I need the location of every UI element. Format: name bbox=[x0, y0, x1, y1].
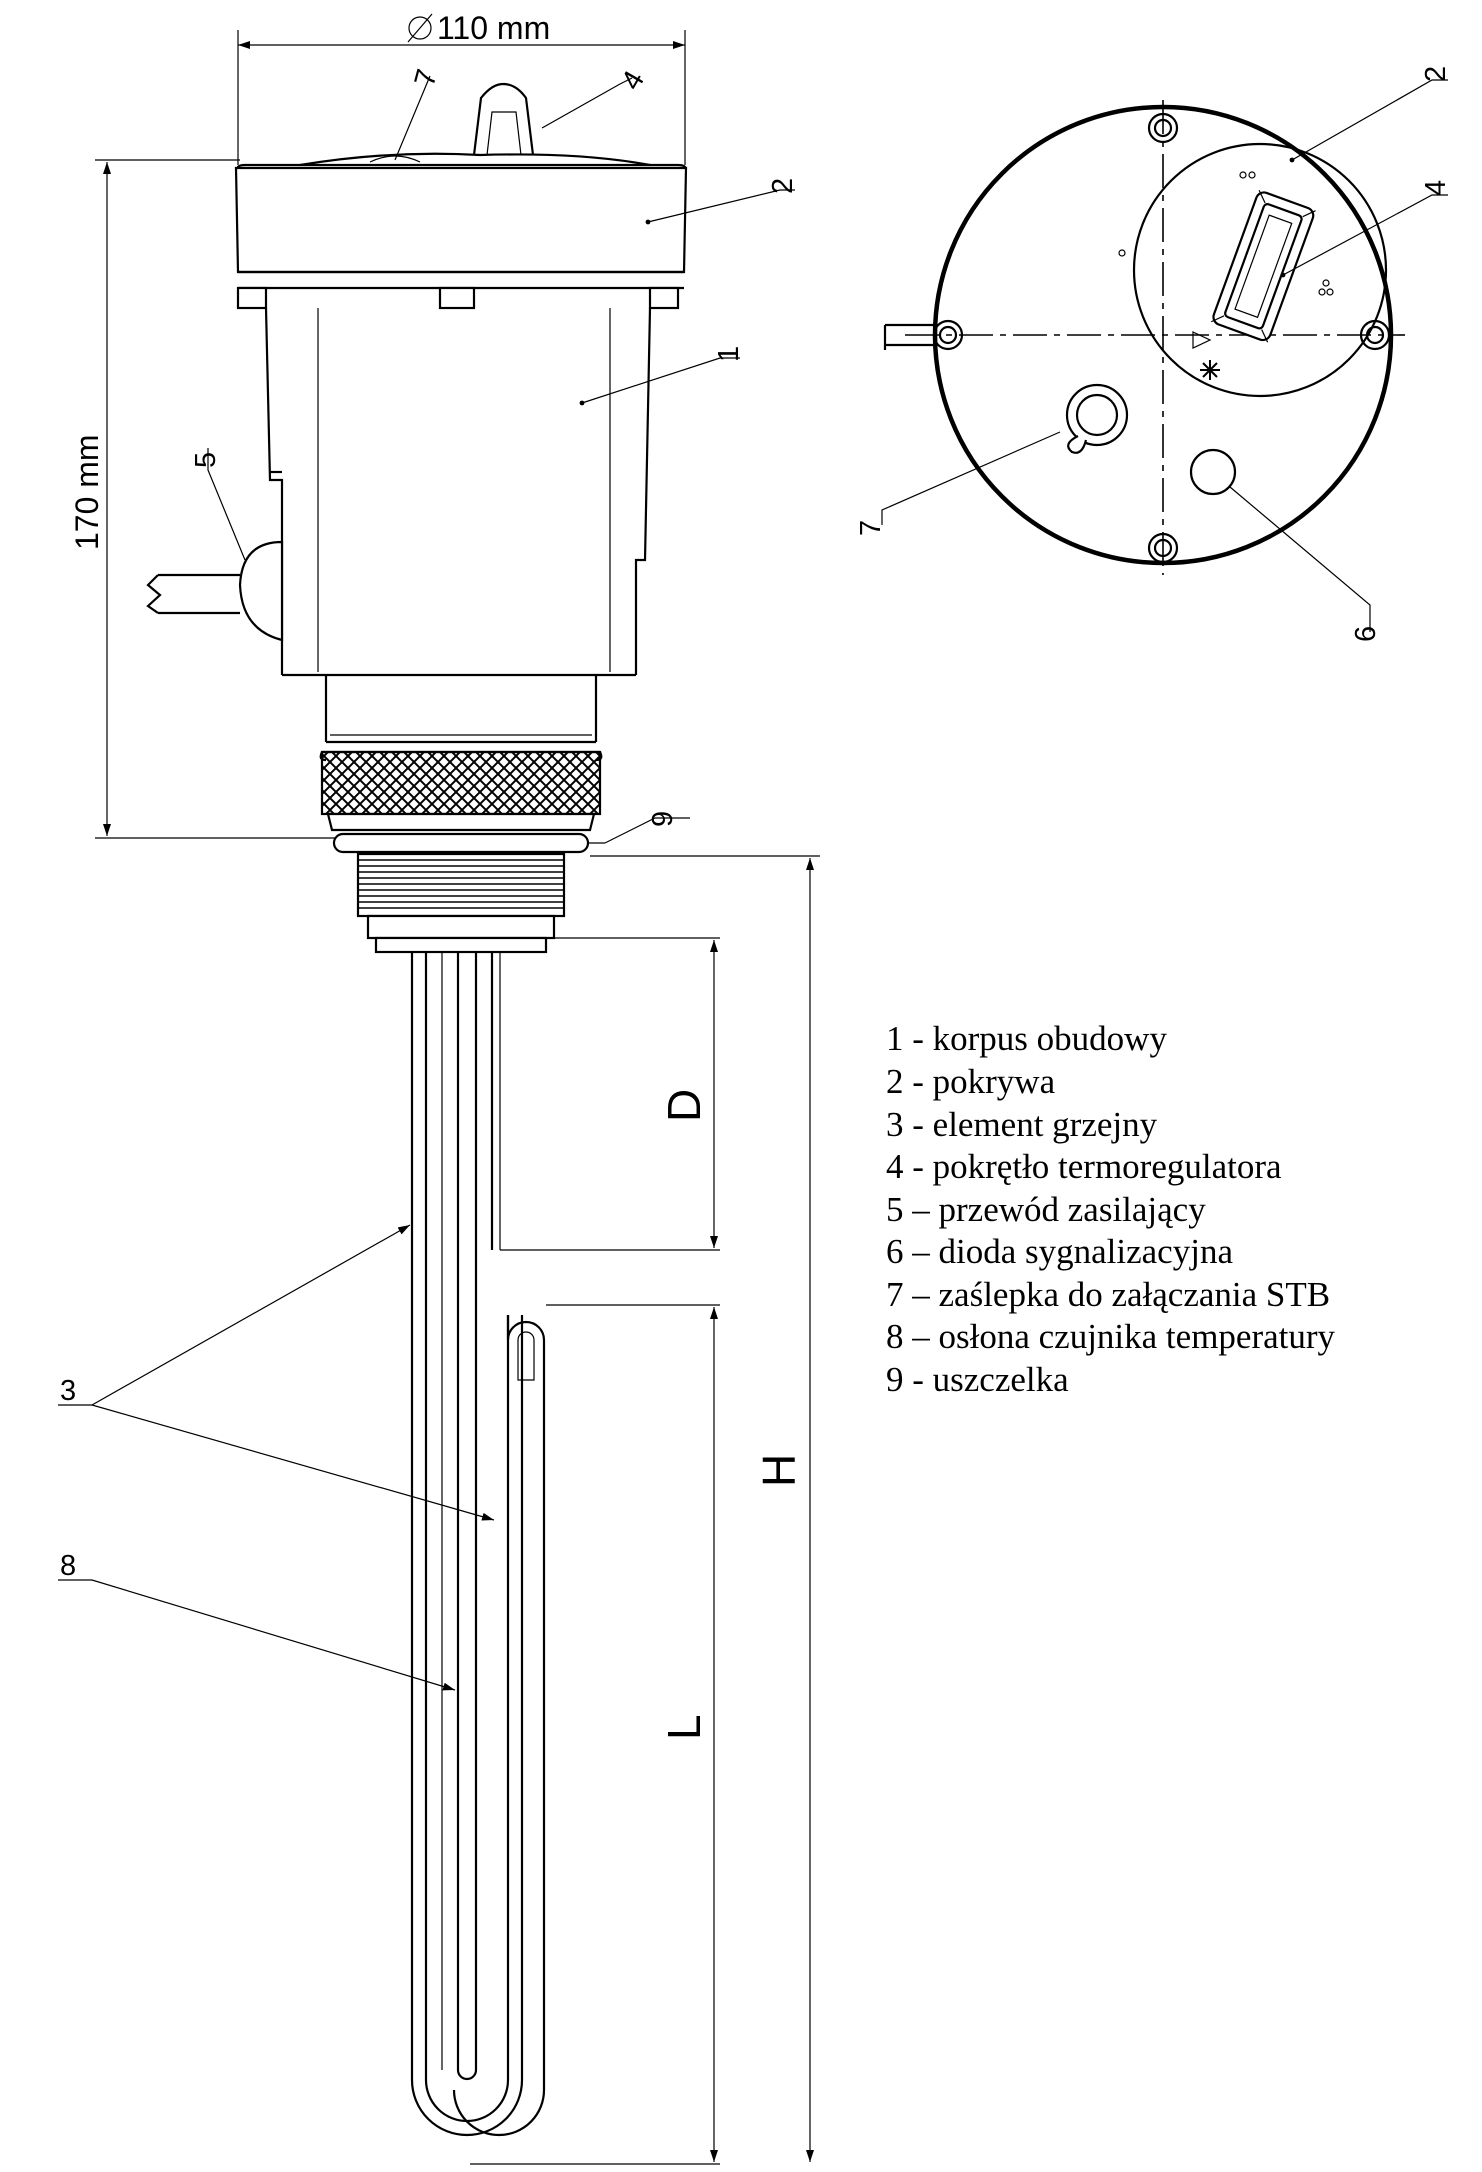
callout-9-side: 9 bbox=[647, 811, 679, 827]
gasket bbox=[332, 817, 690, 854]
dimension-lines: D L H bbox=[470, 855, 820, 2165]
stb-plug bbox=[1065, 383, 1129, 454]
sensor-sleeve bbox=[452, 1315, 546, 2137]
scale-marks bbox=[1118, 171, 1334, 349]
callout-7-side: 7 bbox=[409, 66, 444, 90]
callout-2-side: 2 bbox=[767, 178, 799, 194]
callout-1-side: 1 bbox=[713, 346, 745, 362]
side-view: 110 mm 170 mm bbox=[58, 10, 820, 2165]
legend-item-4: 4 - pokrętło termoregulatora bbox=[886, 1147, 1282, 1186]
legend-item-3: 3 - element grzejny bbox=[886, 1105, 1158, 1144]
cable-gland bbox=[146, 540, 284, 642]
knurled-ring bbox=[319, 750, 603, 832]
height-value: 170 mm bbox=[69, 434, 105, 550]
heating-element bbox=[410, 952, 524, 2137]
legend: 1 - korpus obudowy 2 - pokrywa 3 - eleme… bbox=[886, 1019, 1336, 1399]
diameter-value: 110 mm bbox=[437, 10, 550, 46]
neck bbox=[324, 675, 598, 744]
callout-8: 8 bbox=[60, 1550, 76, 1582]
diameter-symbol bbox=[407, 13, 433, 43]
snowflake-icon bbox=[1200, 360, 1220, 380]
cover-side bbox=[234, 152, 688, 310]
callout-7-top: 7 bbox=[855, 520, 887, 536]
legend-item-9: 9 - uszczelka bbox=[886, 1360, 1069, 1399]
legend-item-1: 1 - korpus obudowy bbox=[886, 1019, 1167, 1058]
dimension-h-label: H bbox=[753, 1454, 805, 1487]
callout-3: 3 bbox=[60, 1375, 76, 1407]
dimension-d-label: D bbox=[658, 1089, 710, 1122]
body-side bbox=[264, 307, 652, 677]
legend-item-7: 7 – zaślepka do załączania STB bbox=[886, 1275, 1330, 1314]
height-dimension: 170 mm bbox=[69, 159, 345, 839]
top-view: 2 4 7 6 bbox=[855, 66, 1452, 642]
thread bbox=[356, 852, 566, 954]
callout-2-top: 2 bbox=[1420, 66, 1452, 82]
knob-side bbox=[472, 82, 535, 156]
legend-item-2: 2 - pokrywa bbox=[886, 1062, 1056, 1101]
screws bbox=[932, 112, 1391, 564]
callouts-lower: 3 8 bbox=[58, 1224, 495, 1691]
knob-base-circle bbox=[1132, 142, 1388, 398]
callout-5-side: 5 bbox=[190, 452, 222, 468]
dimension-l-label: L bbox=[658, 1714, 710, 1740]
legend-item-6: 6 – dioda sygnalizacyjna bbox=[886, 1232, 1233, 1271]
cable-stub-top bbox=[883, 323, 935, 350]
legend-item-8: 8 – osłona czujnika temperatury bbox=[886, 1317, 1336, 1356]
legend-item-5: 5 – przewód zasilający bbox=[886, 1190, 1206, 1229]
signal-diode bbox=[1189, 448, 1237, 496]
diameter-dimension: 110 mm bbox=[237, 10, 686, 165]
callout-6-top: 6 bbox=[1350, 626, 1382, 642]
callouts-side: 7 4 2 1 5 9 bbox=[190, 66, 799, 827]
callouts-top: 2 4 7 6 bbox=[855, 66, 1452, 642]
callout-4-side: 4 bbox=[615, 66, 651, 96]
callout-4-top: 4 bbox=[1420, 180, 1452, 196]
